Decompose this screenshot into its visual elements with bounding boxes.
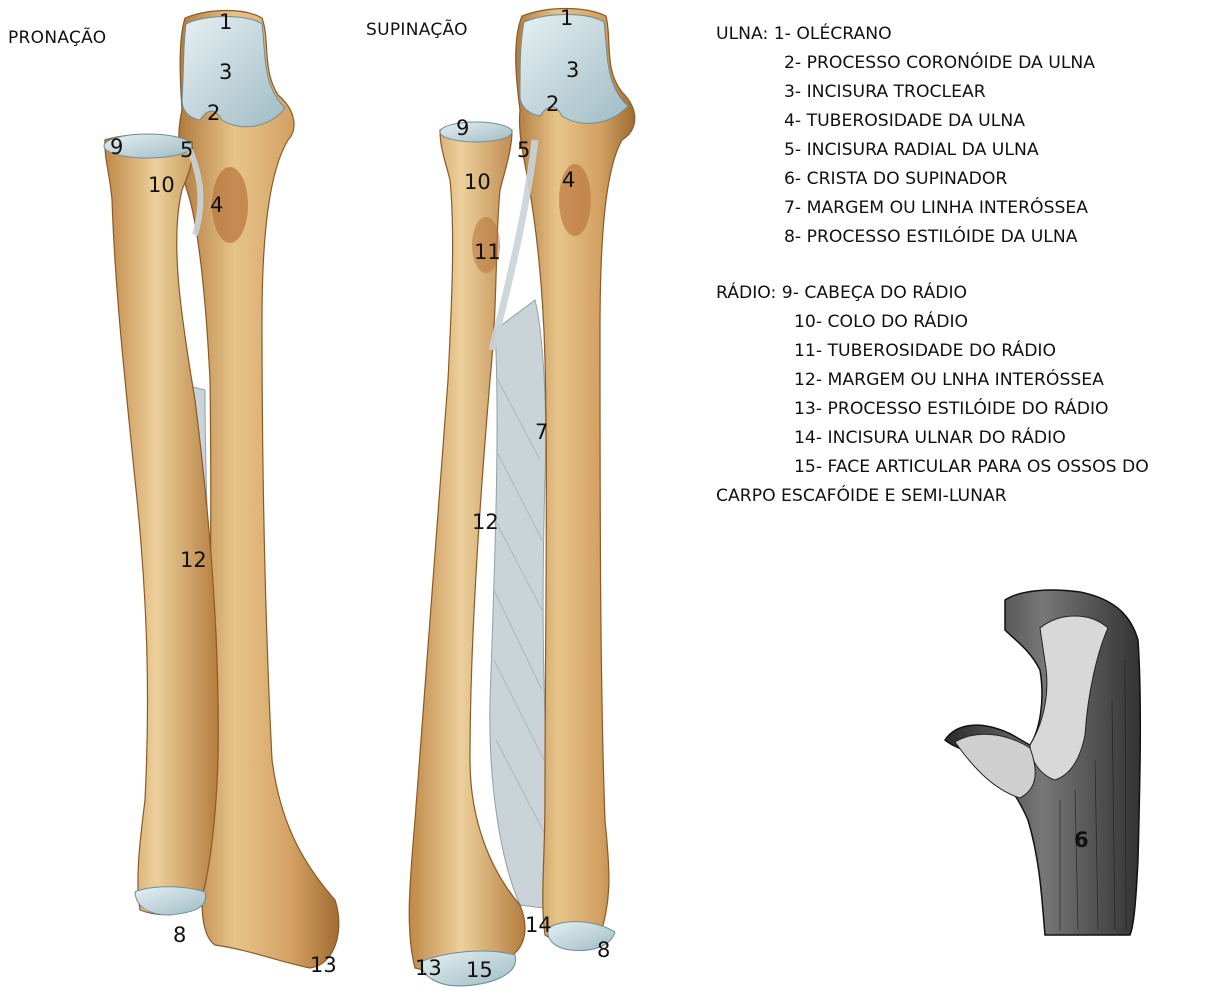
label-trochlear-notch-supination: 3 — [566, 60, 579, 81]
legend-item: 8- PROCESSO ESTILÓIDE DA ULNA — [716, 223, 1206, 252]
label-radius-neck-pronation: 10 — [148, 175, 175, 196]
label-ulna-tuberosity-pronation: 4 — [210, 195, 223, 216]
label-radial-notch-pronation: 5 — [180, 140, 193, 161]
legend-item: 6- CRISTA DO SUPINADOR — [716, 165, 1206, 194]
legend-item: 7- MARGEM OU LINHA INTERÓSSEA — [716, 194, 1206, 223]
label-interosseous-margin-pronation: 12 — [180, 550, 207, 571]
legend-radius-header: RÁDIO: — [716, 279, 776, 308]
legend-ulna-header: ULNA: — [716, 20, 768, 49]
ulna-engraving-detail — [945, 590, 1140, 935]
legend-item: 9- CABEÇA DO RÁDIO — [782, 283, 967, 303]
legend-item: 12- MARGEM OU LNHA INTERÓSSEA — [716, 366, 1206, 395]
legend-item: 13- PROCESSO ESTILÓIDE DO RÁDIO — [716, 395, 1206, 424]
label-interosseous-margin-supination: 12 — [472, 512, 499, 533]
legend-item-continuation: CARPO ESCAFÓIDE E SEMI-LUNAR — [716, 482, 1206, 511]
legend-item: 5- INCISURA RADIAL DA ULNA — [716, 136, 1206, 165]
label-ulna-styloid-supination: 8 — [597, 940, 610, 961]
legend-item: 10- COLO DO RÁDIO — [716, 308, 1206, 337]
pronation-drawing — [104, 11, 339, 969]
pronation-title: PRONAÇÃO — [8, 28, 106, 48]
label-radius-styloid-pronation: 13 — [310, 955, 337, 976]
label-supinator-crest: 6 — [1074, 830, 1089, 851]
label-radius-neck-supination: 10 — [464, 172, 491, 193]
label-ulnar-notch: 14 — [525, 915, 552, 936]
label-ulna-tuberosity-supination: 4 — [562, 170, 575, 191]
legend: ULNA: 1- OLÉCRANO 2- PROCESSO CORONÓIDE … — [716, 20, 1206, 511]
legend-item: 14- INCISURA ULNAR DO RÁDIO — [716, 424, 1206, 453]
label-olecranon-pronation: 1 — [219, 12, 232, 33]
legend-item: 2- PROCESSO CORONÓIDE DA ULNA — [716, 49, 1206, 78]
label-interosseous-margin-ulna: 7 — [535, 422, 548, 443]
legend-item: 1- OLÉCRANO — [774, 24, 892, 44]
legend-item: 4- TUBEROSIDADE DA ULNA — [716, 107, 1206, 136]
label-coronoid-process-pronation: 2 — [207, 103, 220, 124]
legend-item: 15- FACE ARTICULAR PARA OS OSSOS DO — [716, 453, 1206, 482]
label-ulna-styloid-pronation: 8 — [173, 925, 186, 946]
label-trochlear-notch-pronation: 3 — [219, 62, 232, 83]
legend-item: 11- TUBEROSIDADE DO RÁDIO — [716, 337, 1206, 366]
label-olecranon-supination: 1 — [560, 8, 573, 29]
label-radius-head-pronation: 9 — [110, 137, 123, 158]
radius-head-supination — [440, 122, 512, 142]
label-carpal-articular-face: 15 — [466, 960, 493, 981]
label-radial-notch-supination: 5 — [517, 140, 530, 161]
label-radius-styloid-supination: 13 — [415, 958, 442, 979]
supination-title: SUPINAÇÃO — [366, 20, 468, 40]
label-coronoid-process-supination: 2 — [546, 94, 559, 115]
label-radius-tuberosity: 11 — [474, 242, 501, 263]
legend-item: 3- INCISURA TROCLEAR — [716, 78, 1206, 107]
label-radius-head-supination: 9 — [456, 118, 469, 139]
